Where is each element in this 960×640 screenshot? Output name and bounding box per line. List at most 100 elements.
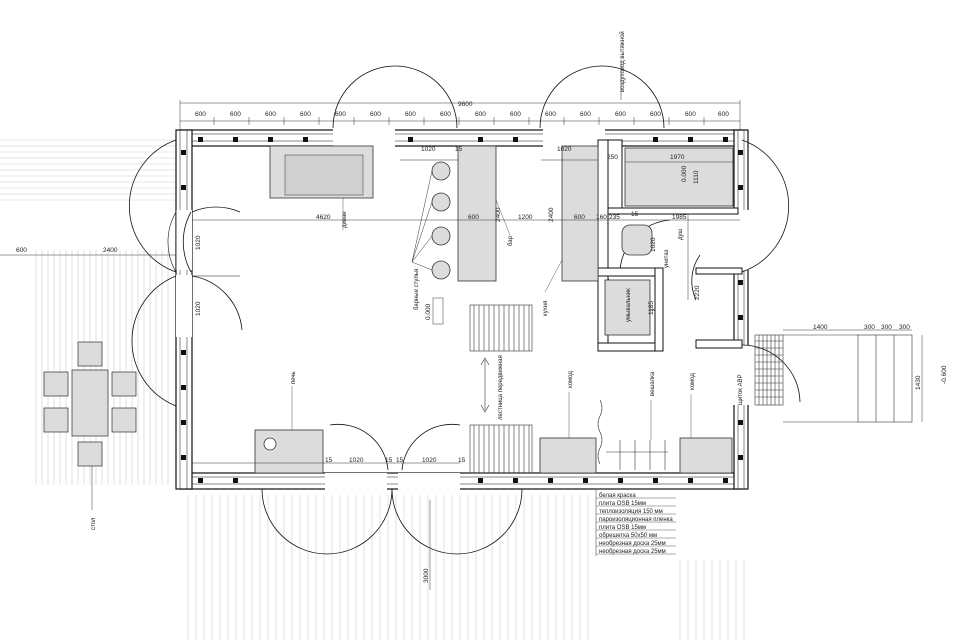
bath-width-label: 1970 — [670, 154, 685, 161]
wc-door-label: 1020 — [650, 237, 657, 252]
hanger-rail — [597, 399, 668, 470]
bar-stools-label: барные стулья — [414, 269, 420, 310]
dresser-block-1 — [539, 437, 597, 474]
stove-label: печь — [291, 371, 297, 384]
gap-label: 15 — [455, 146, 463, 153]
toilet-label: унитаз — [664, 249, 670, 268]
legend-item: плита OSB 15мм — [599, 525, 646, 531]
legend-item: пароизоляционная пленка — [599, 517, 673, 523]
legend-item: необрезная доска 25мм — [599, 541, 666, 547]
module-label: 600 — [545, 111, 556, 118]
door-width-label: 1020 — [349, 457, 364, 464]
dim-160-label: 160 — [596, 214, 607, 221]
dim-2220-label: 2220 — [694, 285, 701, 300]
module-label: 600 — [335, 111, 346, 118]
module-label: 600 — [405, 111, 416, 118]
bath-fixture — [624, 147, 734, 207]
module-label: 600 — [615, 111, 626, 118]
dim-1985-label: 1985 — [672, 214, 687, 221]
door-width-label: 1020 — [422, 457, 437, 464]
panel-label: щиток АВР — [738, 374, 744, 405]
module-label: 600 — [580, 111, 591, 118]
stair-block — [469, 304, 533, 474]
door-width-label: 1020 — [421, 146, 436, 153]
legend-item: плита OSB 15мм — [599, 501, 646, 507]
stair-label: лестница передвижная — [498, 355, 504, 420]
bar-stools — [411, 161, 451, 280]
module-label: 600 — [265, 111, 276, 118]
table-label: стол — [91, 517, 97, 530]
dresser-label: комод — [568, 371, 574, 388]
porch-step-label: 300 — [864, 324, 875, 331]
porch-width-label: 1400 — [813, 324, 828, 331]
interior-dim-lines — [0, 159, 740, 590]
gap-label: 15 — [396, 457, 404, 464]
terrace-offset-label: 600 — [16, 247, 27, 254]
gap-label: 15 — [385, 457, 393, 464]
wall-legend: белая краска плита OSB 15мм теплоизоляци… — [595, 490, 676, 556]
shower-label: душ — [678, 228, 684, 240]
module-label: 600 — [370, 111, 381, 118]
gap-label: 15 — [325, 457, 333, 464]
bar-gap-label: 1200 — [518, 214, 533, 221]
module-label: 600 — [685, 111, 696, 118]
module-label: 600 — [300, 111, 311, 118]
dim-1185-label: 1185 — [648, 301, 655, 315]
toilet-fixture — [621, 224, 653, 256]
hall-span-label: 4620 — [316, 214, 331, 221]
porch — [754, 329, 923, 423]
legend-item: белая краска — [599, 493, 636, 499]
hanger-label: вешалка — [650, 371, 656, 396]
kitchen-counter — [561, 145, 599, 282]
outdoor-table — [43, 341, 137, 467]
door-width-label: 1020 — [195, 301, 202, 316]
module-label: 600 — [718, 111, 729, 118]
terrace-depth-label: 2400 — [103, 247, 118, 254]
floor-level-box — [432, 297, 444, 325]
porch-depth-label: 1430 — [915, 375, 922, 390]
overall-width-label: 9600 — [458, 101, 473, 108]
bath-level-label: 0.000 — [681, 165, 688, 182]
top-module-labels: 600 600 600 600 600 600 600 600 600 600 … — [195, 111, 729, 118]
kitchen-length-label: 2400 — [548, 207, 555, 222]
door-openings — [176, 129, 749, 490]
kitchen-width-label: 600 — [574, 214, 585, 221]
legend-item: обрешетка 50х50 мм — [599, 533, 657, 539]
legend-item: теплоизоляция 150 мм — [599, 509, 663, 515]
dresser-block-2 — [679, 437, 733, 474]
module-label: 600 — [195, 111, 206, 118]
bath-depth-label: 1110 — [693, 170, 700, 184]
bar-width-label: 600 — [468, 214, 479, 221]
porch-step-label: 300 — [881, 324, 892, 331]
module-label: 600 — [510, 111, 521, 118]
kitchen-label: кухня — [543, 301, 549, 316]
interior-partitions — [597, 139, 743, 352]
bar-label: бар — [508, 235, 514, 246]
sofa-label: диван — [342, 211, 348, 228]
module-label: 600 — [475, 111, 486, 118]
floor-level-label: 0.000 — [425, 303, 432, 320]
furniture — [254, 145, 734, 474]
door-width-label: 1020 — [195, 235, 202, 250]
legend-item: необрезная доска 25мм — [599, 549, 666, 555]
dresser-label: комод — [690, 373, 696, 390]
gap-label: 15 — [631, 211, 639, 218]
wall-studs — [181, 137, 743, 483]
steps-length-label: 3000 — [423, 568, 430, 583]
module-label: 600 — [230, 111, 241, 118]
ventilation-label: воздуховод вытяжной — [619, 31, 626, 92]
bar-length-label: 2400 — [495, 207, 502, 222]
door-width-label: 1020 — [557, 146, 572, 153]
stove-block — [254, 429, 324, 474]
module-label: 600 — [440, 111, 451, 118]
sink-label: умывальник — [626, 288, 632, 322]
sink-unit — [604, 279, 651, 336]
gap-label: 15 — [458, 457, 466, 464]
porch-level-label: -0.600 — [941, 365, 948, 384]
dim-235-label: 235 — [609, 214, 620, 221]
top-dimension-chain — [179, 100, 741, 130]
bar-counter — [457, 145, 497, 282]
bath-offset-label: 250 — [607, 154, 618, 161]
porch-step-label: 300 — [899, 324, 910, 331]
